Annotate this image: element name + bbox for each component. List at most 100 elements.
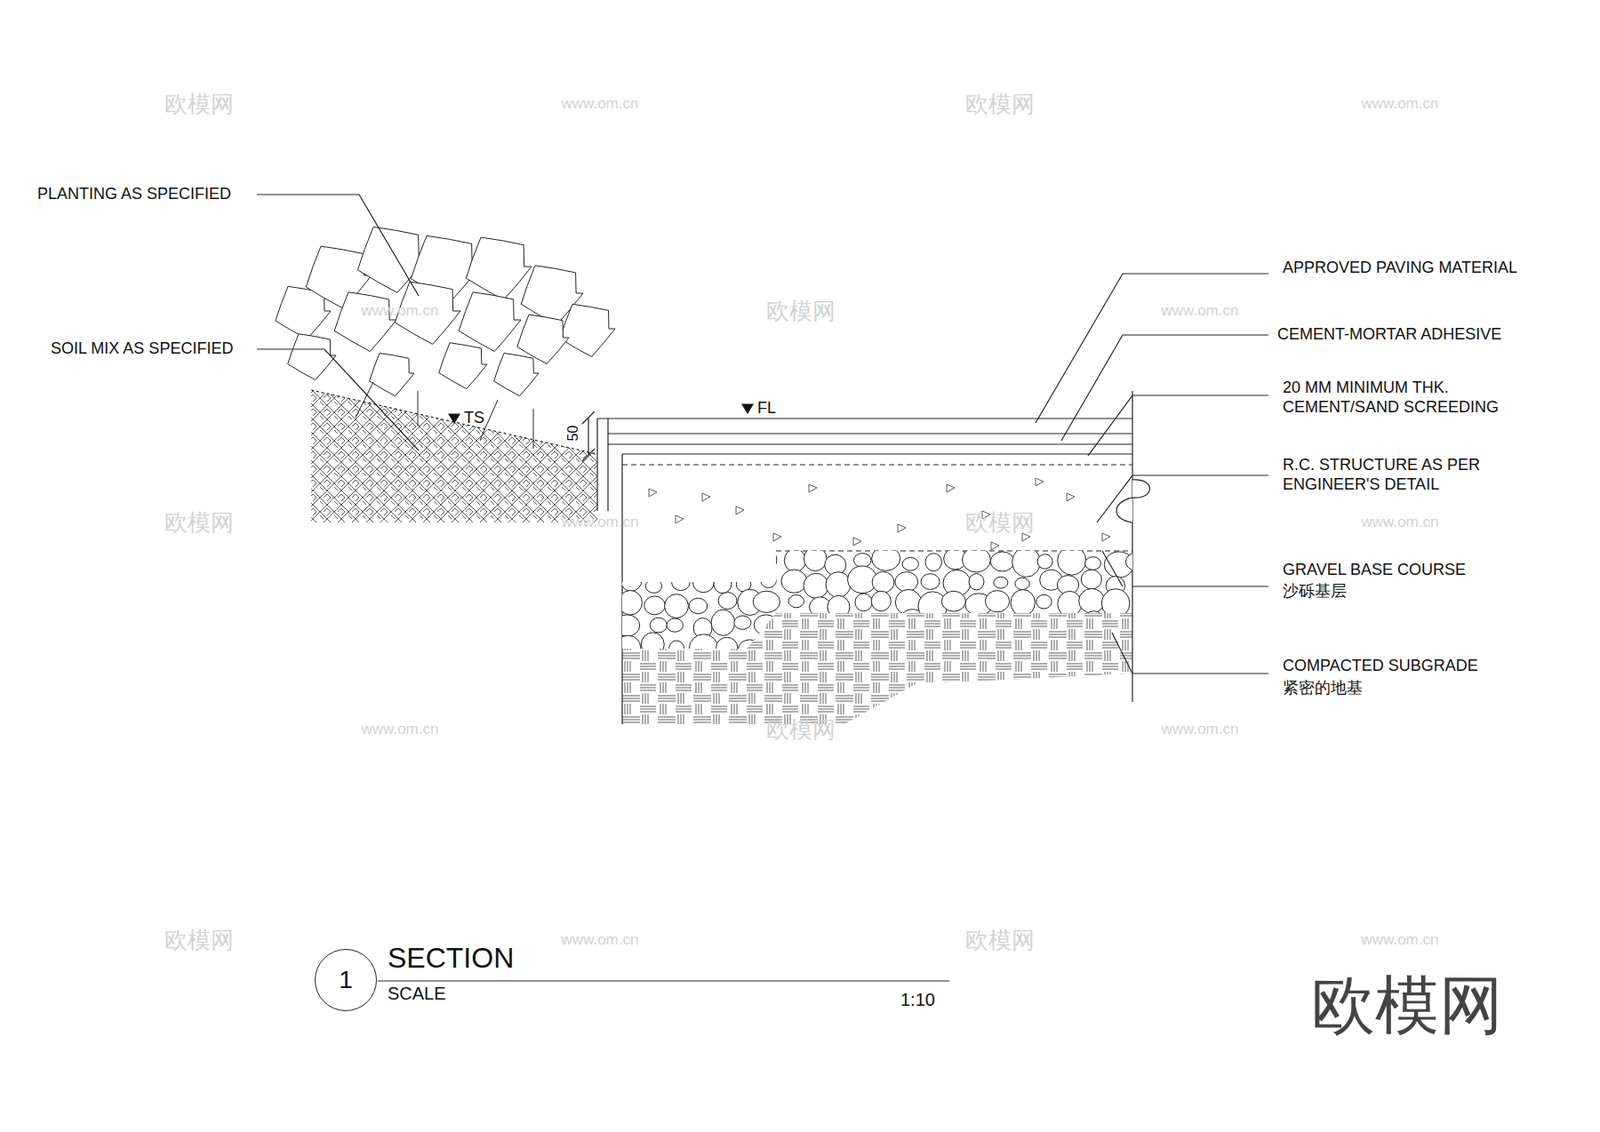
- gravel-stone: [920, 574, 940, 591]
- gravel-stone: [645, 579, 662, 594]
- watermark: 欧模网: [965, 88, 1035, 120]
- leader-label: CEMENT-MORTAR ADHESIVE: [1277, 325, 1502, 345]
- aggregate-mark: [946, 484, 955, 493]
- leader-label: 沙砾基层: [1282, 582, 1347, 602]
- gravel-stone: [618, 591, 643, 616]
- leader-label: PLANTING AS SPECIFIED: [37, 184, 232, 205]
- gravel-stone: [853, 553, 872, 568]
- gravel-stone: [781, 569, 808, 593]
- watermark: www.om.cn: [1361, 95, 1440, 113]
- gravel-stone: [672, 575, 690, 592]
- watermark: 欧模网: [965, 925, 1035, 957]
- gravel-stone: [1136, 577, 1152, 591]
- shrub-foliage: [369, 353, 415, 397]
- gravel-stone: [741, 557, 758, 572]
- callout-circle: 1: [314, 949, 377, 1012]
- gravel-stone: [1057, 591, 1082, 617]
- gravel-stone: [711, 609, 736, 636]
- aggregate-mark: [773, 533, 782, 542]
- watermark: www.om.cn: [1361, 513, 1440, 532]
- aggregate-mark: [648, 488, 657, 497]
- watermark-logo: 欧模网: [1311, 973, 1504, 1038]
- gravel-stone: [902, 557, 919, 571]
- gravel-stone: [871, 591, 891, 611]
- gravel-stone: [620, 549, 643, 569]
- gravel-stone: [684, 547, 714, 576]
- watermark: 欧模网: [164, 925, 234, 957]
- gravel-stone: [754, 549, 777, 571]
- aggregate-mark: [736, 506, 744, 515]
- shrub-stem: [355, 382, 534, 449]
- gravel-stone: [649, 617, 667, 633]
- watermark: www.om.cn: [1161, 720, 1240, 739]
- watermark: www.om.cn: [361, 302, 440, 320]
- gravel-stone: [692, 572, 714, 592]
- gravel-stone: [688, 598, 708, 614]
- leader-label: GRAVEL BASE COURSE: [1282, 560, 1466, 581]
- gravel-stone: [993, 576, 1008, 589]
- gravel-stone: [1036, 594, 1052, 609]
- gravel-stone: [1079, 588, 1105, 614]
- leader-label: APPROVED PAVING MATERIAL: [1282, 258, 1518, 279]
- gravel-stone: [734, 616, 752, 630]
- watermark: www.om.cn: [1161, 302, 1240, 320]
- aggregate-mark: [808, 484, 817, 493]
- gravel-stone: [666, 618, 683, 632]
- gravel-stone: [1037, 554, 1053, 569]
- gravel-stone: [641, 555, 659, 575]
- gravel-stone: [760, 574, 776, 588]
- gravel-stone: [665, 548, 686, 570]
- section-title: SECTION: [387, 942, 514, 976]
- aggregate-mark: [991, 542, 1000, 551]
- aggregate-mark: [897, 524, 906, 533]
- gravel-stone: [968, 574, 984, 591]
- dimension: 50: [564, 425, 582, 442]
- watermark: www.om.cn: [561, 95, 640, 113]
- shrub-foliage: [560, 304, 616, 357]
- gravel-stone: [872, 546, 901, 571]
- gravel-stone: [961, 547, 991, 573]
- gravel-stone: [644, 596, 666, 616]
- watermark: 欧模网: [766, 296, 836, 328]
- aggregate-mark: [853, 537, 862, 546]
- level-mark: FL: [757, 399, 776, 419]
- leader-label: SOIL MIX AS SPECIFIED: [50, 339, 233, 360]
- gravel-stone: [825, 572, 851, 599]
- shrub-foliage: [465, 237, 532, 300]
- watermark: 欧模网: [164, 88, 234, 120]
- watermark: www.om.cn: [561, 931, 640, 950]
- shrub-foliage: [288, 334, 336, 381]
- gravel-stone: [718, 592, 737, 610]
- gravel-stone: [941, 591, 966, 612]
- gravel-stone: [707, 550, 731, 572]
- gravel-stone: [788, 595, 804, 608]
- watermark: 欧模网: [766, 714, 836, 746]
- shrub-foliage: [494, 353, 539, 397]
- aggregate-mark: [1035, 478, 1044, 487]
- gravel-stone: [1015, 577, 1030, 590]
- leader-label: 20 MM MINIMUM THK. CEMENT/SAND SCREEDING: [1282, 378, 1532, 417]
- scale-value: 1:10: [900, 989, 936, 1011]
- gravel-stone: [925, 553, 942, 572]
- gravel-stone: [615, 615, 640, 637]
- gravel-stone: [784, 549, 806, 573]
- watermark: www.om.cn: [1361, 931, 1440, 950]
- shrub-foliage: [458, 292, 521, 352]
- gravel-stone: [855, 593, 872, 612]
- aggregate-mark: [1102, 533, 1111, 542]
- aggregate-mark: [675, 515, 684, 524]
- gravel-stone: [1057, 545, 1087, 576]
- gravel-stone: [984, 591, 1009, 613]
- gravel-stone: [1085, 557, 1102, 571]
- gravel-stone: [752, 591, 780, 613]
- shrub-foliage: [439, 343, 488, 390]
- leader-label: COMPACTED SUBGRADE: [1282, 656, 1479, 677]
- gravel-stone: [1125, 552, 1146, 571]
- watermark: 欧模网: [965, 507, 1035, 539]
- gravel-stone: [713, 575, 732, 593]
- level-mark: TS: [464, 408, 485, 429]
- gravel-stone: [1012, 547, 1040, 578]
- gravel-stone: [990, 552, 1015, 572]
- gravel-stone: [664, 594, 689, 619]
- scale-label: SCALE: [387, 983, 447, 1005]
